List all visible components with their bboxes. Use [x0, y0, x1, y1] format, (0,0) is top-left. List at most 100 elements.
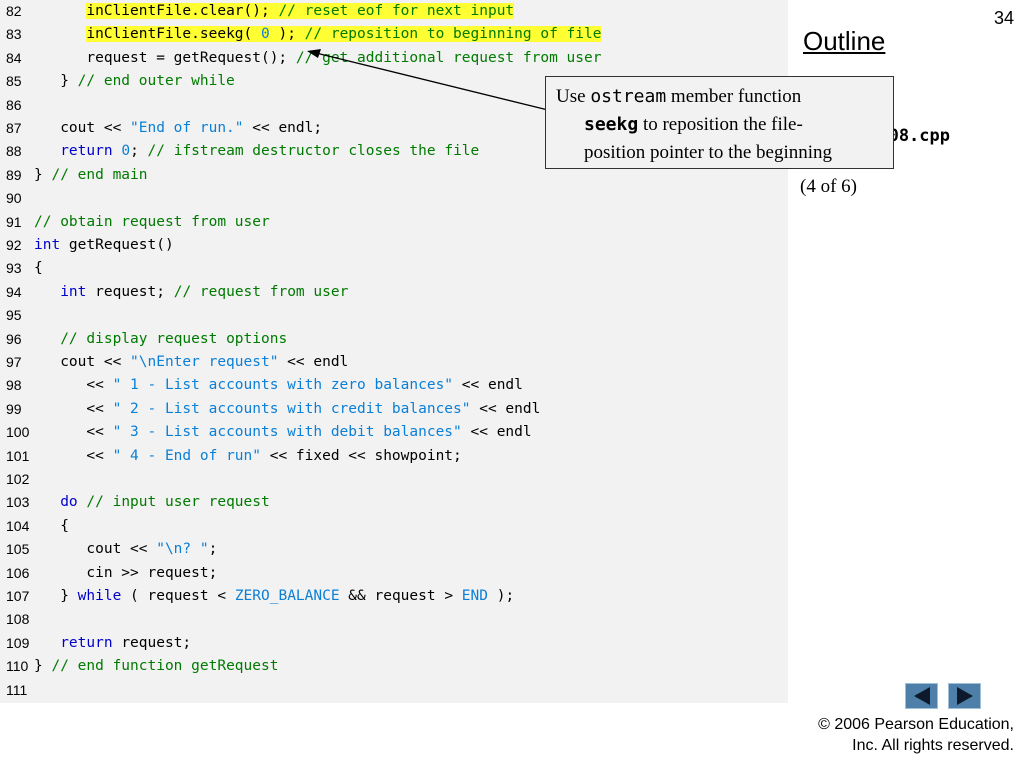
line-number: 106: [6, 564, 30, 581]
code-line: 109 return request;: [0, 632, 788, 655]
code-token: ;: [208, 541, 218, 558]
line-number: 110: [6, 658, 29, 675]
code-token: <<: [34, 447, 113, 464]
code-token: while: [77, 588, 122, 604]
code-token: }: [34, 73, 78, 90]
code-token: }: [34, 588, 78, 604]
code-text: {: [34, 515, 69, 538]
code-token: << fixed << showpoint;: [260, 447, 462, 464]
triangle-right-icon: [956, 687, 973, 705]
code-text: do // input user request: [34, 491, 270, 514]
code-text: request = getRequest(); // get additiona…: [34, 47, 601, 70]
previous-slide-button[interactable]: [905, 683, 938, 709]
code-token: // obtain request from user: [34, 213, 270, 230]
code-text: return request;: [34, 632, 191, 655]
code-token: inClientFile.seekg(: [86, 26, 261, 43]
code-token: {: [34, 517, 69, 534]
code-line: 111: [0, 679, 788, 702]
code-line: 110} // end function getRequest: [0, 655, 788, 678]
code-token: [34, 284, 60, 300]
code-token: {: [34, 260, 43, 277]
next-slide-button[interactable]: [948, 683, 981, 709]
code-token: ZERO_BALANCE: [234, 588, 340, 604]
line-number: 102: [6, 471, 30, 487]
code-line: 82 inClientFile.clear(); // reset eof fo…: [0, 0, 788, 23]
code-token: return: [60, 143, 113, 160]
line-number: 85: [6, 73, 22, 90]
code-token: <<: [34, 377, 113, 394]
line-number: 83: [6, 26, 22, 43]
code-token: ( request <: [121, 588, 235, 604]
code-token: <<: [34, 424, 113, 441]
callout-text-reposition: to reposition the file-: [638, 114, 803, 135]
code-token: " 2 - List accounts with credit balances…: [112, 400, 471, 417]
line-number: 98: [6, 377, 22, 394]
code-token: );: [269, 26, 305, 43]
code-token: 0: [121, 143, 131, 160]
copyright: © 2006 Pearson Education, Inc. All right…: [818, 714, 1014, 756]
line-number: 97: [6, 354, 22, 370]
code-token: inClientFile.clear();: [86, 3, 279, 19]
callout-text-position: position pointer to the beginning: [584, 142, 833, 163]
code-token: << endl: [453, 377, 523, 394]
line-number: 104: [6, 517, 30, 534]
code-token: [34, 494, 60, 510]
code-text: inClientFile.seekg( 0 ); // reposition t…: [34, 23, 602, 46]
line-number: 108: [6, 611, 30, 628]
code-token: // end main: [51, 166, 148, 183]
code-text: return 0; // ifstream destructor closes …: [34, 140, 479, 163]
code-token: // get additional request from user: [295, 49, 602, 66]
code-line: 84 request = getRequest(); // get additi…: [0, 47, 788, 70]
code-line: 106 cin >> request;: [0, 562, 788, 585]
code-line: 87 cout << "End of run." << endl;: [0, 117, 788, 140]
line-number: 101: [6, 447, 30, 464]
code-token: // display request options: [60, 330, 288, 347]
code-token: "End of run.": [130, 120, 244, 136]
line-number: 95: [6, 307, 22, 324]
code-token: request;: [86, 283, 174, 300]
line-number: 111: [6, 681, 28, 698]
code-line: 88 return 0; // ifstream destructor clos…: [0, 140, 788, 163]
code-text: } // end outer while: [34, 70, 235, 93]
code-token: "\n? ": [156, 541, 209, 558]
line-number: 109: [6, 634, 30, 651]
line-number: 103: [6, 494, 30, 511]
code-line: 93 {: [0, 257, 788, 280]
code-token: <<: [34, 400, 113, 417]
code-line: 85 } // end outer while: [0, 70, 788, 93]
line-number: 93: [6, 260, 22, 277]
code-token: int: [60, 283, 87, 300]
code-line: 83 inClientFile.seekg( 0 ); // repositio…: [0, 23, 788, 46]
code-token: END: [461, 588, 488, 604]
line-number: 90: [6, 190, 22, 207]
code-text: } while ( request < ZERO_BALANCE && requ…: [34, 585, 514, 608]
copyright-line-1: © 2006 Pearson Education,: [818, 716, 1014, 733]
outline-link[interactable]: Outline: [803, 26, 886, 56]
line-number: 96: [6, 330, 22, 347]
code-line: 103 do // input user request: [0, 491, 788, 514]
code-text: // obtain request from user: [34, 211, 270, 234]
code-token: cout <<: [34, 541, 157, 558]
copyright-line-2: Inc. All rights reserved.: [852, 737, 1014, 754]
line-number: 99: [6, 400, 22, 417]
page-indicator: (4 of 6): [800, 176, 857, 197]
line-number: 84: [6, 49, 22, 66]
code-line: 98 << " 1 - List accounts with zero bala…: [0, 374, 788, 397]
code-token: cout <<: [34, 354, 131, 370]
code-text: << " 2 - List accounts with credit balan…: [34, 398, 540, 421]
line-number: 82: [6, 3, 22, 19]
callout-text-use: Use: [556, 86, 591, 107]
code-text: {: [34, 257, 43, 280]
code-token: getRequest(): [60, 237, 174, 253]
code-line: 96 // display request options: [0, 328, 788, 351]
code-text: cout << "End of run." << endl;: [34, 117, 322, 140]
code-token: [34, 331, 60, 347]
line-number: 92: [6, 237, 22, 253]
code-text: cout << "\n? ";: [34, 538, 217, 561]
code-line: 105 cout << "\n? ";: [0, 538, 788, 561]
line-number: 105: [6, 541, 30, 558]
code-line: 104 {: [0, 515, 788, 538]
line-number: 86: [6, 96, 22, 113]
code-token: " 3 - List accounts with debit balances": [112, 424, 462, 441]
